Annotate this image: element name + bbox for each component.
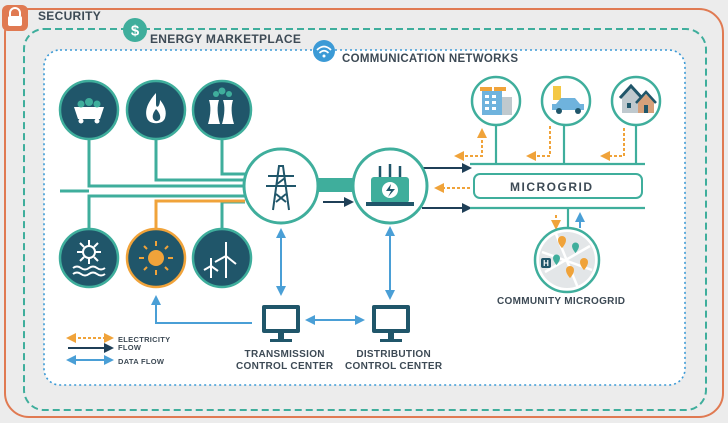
computer-monitor-icon: [372, 305, 410, 342]
security-label: SECURITY: [38, 9, 102, 23]
transmission-control-center-label: TRANSMISSION CONTROL CENTER: [236, 349, 334, 372]
generation-power-lines: [60, 138, 245, 234]
solar-power-line: [154, 199, 245, 234]
electric-vehicle-icon: [540, 75, 592, 127]
svg-text:H: H: [543, 259, 549, 268]
computer-monitor-icon: [262, 305, 300, 342]
microgrid-label: MICROGRID: [510, 180, 594, 194]
hydro-icon: [58, 227, 120, 289]
nuclear-plant-icon: [191, 79, 253, 141]
community-microgrid-label: COMMUNITY MICROGRID: [497, 296, 626, 307]
security-boundary: [4, 8, 724, 418]
residential-homes-icon: [610, 75, 662, 127]
data-flows: [151, 226, 395, 325]
fire-icon: [125, 79, 187, 141]
microgrid-box: [473, 173, 643, 199]
transmission-tower-icon: [242, 147, 320, 225]
solar-icon: [125, 227, 187, 289]
communication-networks-label: COMMUNICATION NETWORKS: [342, 53, 519, 65]
map-pins-icon: H: [533, 226, 601, 294]
wind-turbine-icon: [191, 227, 253, 289]
microgrid-bus: [470, 122, 645, 230]
legend-data-flow-label: DATA FLOW: [118, 357, 165, 366]
distribution-control-center-label: DISTRIBUTION CONTROL CENTER: [345, 349, 443, 372]
wifi-icon: [313, 40, 335, 62]
consumer-electricity-flows: [454, 126, 625, 230]
coal-icon: [58, 79, 120, 141]
lock-icon: [2, 5, 28, 31]
legend-electricity-flow-label: ELECTRICITY FLOW: [118, 335, 171, 352]
energy-marketplace-boundary: [23, 28, 707, 411]
dollar-icon: $: [123, 18, 147, 42]
substation-transformer-icon: [351, 147, 429, 225]
energy-marketplace-label: ENERGY MARKETPLACE: [150, 32, 302, 46]
commercial-building-icon: [470, 75, 522, 127]
svg-text:$: $: [131, 23, 140, 40]
grid-link: [313, 178, 356, 192]
